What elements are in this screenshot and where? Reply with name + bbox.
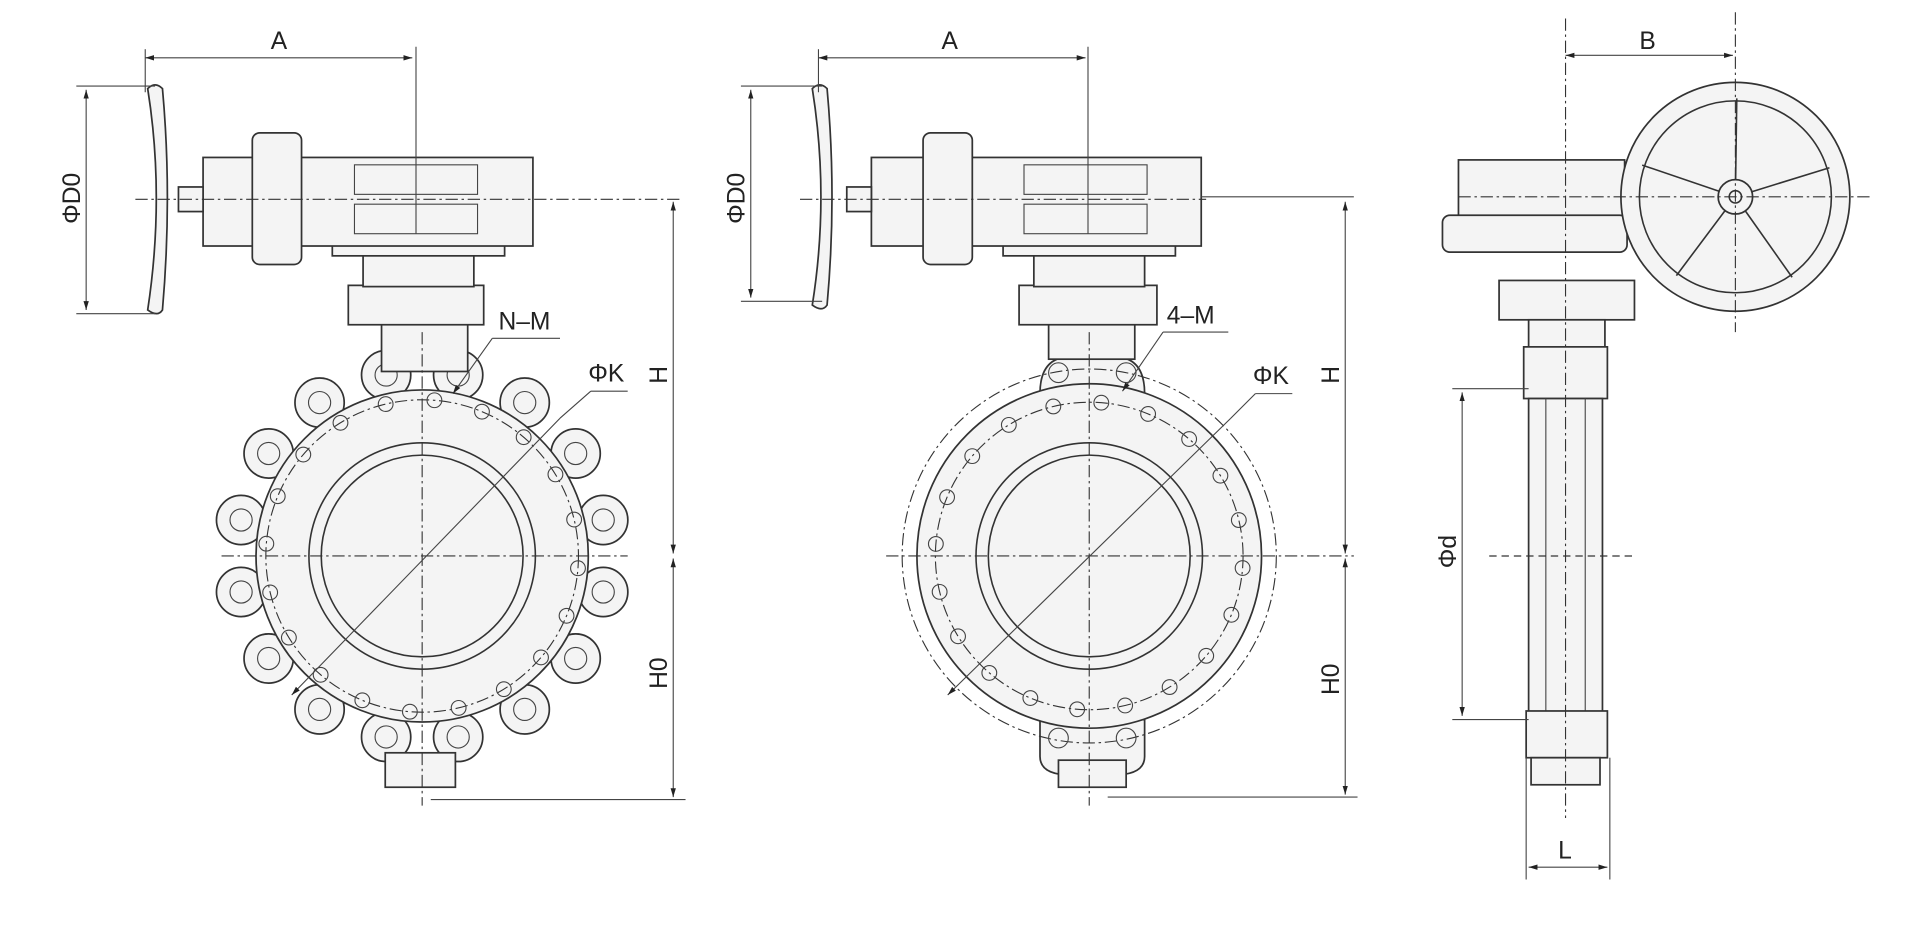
bolt-hole [1069, 701, 1086, 718]
bolt-hole [1198, 647, 1215, 664]
bolt-hole [377, 396, 394, 413]
a-label: A [271, 28, 288, 55]
bolt-hole [515, 429, 532, 446]
lug-hole [257, 441, 281, 466]
bolt-hole [1045, 398, 1062, 415]
bolt-hole [547, 466, 564, 483]
handwheel [811, 84, 833, 310]
bolt-hole [566, 511, 583, 528]
lug-hole [307, 697, 332, 722]
bolt-hole [1161, 679, 1178, 696]
gearbox [870, 156, 1203, 247]
bolt-hole [258, 535, 275, 552]
bolt-hole [1140, 405, 1157, 422]
bolt-hole [269, 488, 286, 505]
bolt-hole [262, 584, 279, 601]
lug-body [215, 349, 629, 763]
a-label: A [942, 28, 959, 55]
neck [1527, 318, 1606, 352]
spoke [1641, 164, 1720, 193]
lug-hole [374, 725, 398, 749]
bolt-hole [1093, 394, 1110, 411]
lug-hole [564, 441, 588, 466]
adapter [362, 251, 475, 288]
spoke [1744, 210, 1793, 278]
l-label: L [1558, 838, 1572, 865]
bolt-hole [950, 628, 966, 645]
bolt-hole [1000, 416, 1017, 433]
bolt-hole [354, 692, 371, 709]
h0-label: H0 [1318, 664, 1345, 695]
bolt-hole [927, 535, 944, 552]
lug-hole [591, 580, 615, 604]
h-label: H [1318, 366, 1345, 384]
neck [1047, 321, 1136, 361]
bolt-hole [474, 403, 490, 420]
handwheel-spokes [1641, 98, 1830, 278]
bolt-holes [258, 392, 586, 720]
n-m-label: N–M [498, 309, 550, 336]
bolt-hole [1230, 512, 1247, 529]
adapter [1032, 251, 1146, 288]
bolt-hole [1022, 690, 1039, 706]
bolt-holes [927, 394, 1251, 718]
handwheel [146, 84, 169, 315]
bolt-hole [1117, 697, 1134, 714]
bolt-hole [533, 649, 549, 666]
b-label: B [1639, 28, 1655, 55]
valve-side-view: B Φd L [1435, 12, 1871, 880]
body-bottom [1525, 710, 1609, 759]
bolt-hole [1223, 606, 1240, 623]
phi-d-label: Φd [1435, 535, 1462, 568]
gearbox-flange [922, 131, 974, 266]
4-m-label: 4–M [1167, 303, 1215, 330]
phi-k-label: ΦK [588, 360, 625, 387]
lug-hole [257, 646, 281, 671]
bolt-hole [1181, 431, 1198, 448]
mounting-bracket [347, 284, 485, 326]
lug-hole [513, 697, 537, 722]
bolt-hole [450, 699, 467, 716]
bolt-hole [558, 607, 575, 624]
bottom-cap [384, 751, 457, 789]
lug-hole [513, 390, 537, 415]
bottom-cap [1057, 759, 1128, 789]
lug-hole [307, 390, 332, 415]
bolt-hole [964, 448, 981, 465]
bolt-hole [280, 629, 297, 646]
mounting-bracket [1498, 279, 1636, 321]
bolt-hole [495, 681, 512, 698]
bolt-hole [931, 583, 948, 600]
bolt-hole [1234, 560, 1251, 576]
d0-label: ΦD0 [724, 173, 751, 224]
spoke [1675, 210, 1726, 277]
mounting-bracket [1018, 284, 1158, 326]
lug-hole [446, 725, 470, 749]
bolt-hole [312, 666, 329, 683]
gearbox-flange [251, 131, 303, 266]
bolt-hole [570, 560, 586, 577]
bolt-hole [332, 414, 349, 431]
neck [380, 321, 469, 373]
d0-label: ΦD0 [59, 173, 86, 224]
spoke [1751, 166, 1830, 193]
lug-hole [229, 508, 253, 532]
bolt-hole [1212, 467, 1229, 484]
bolt-hole [981, 664, 998, 681]
gearbox-base [1441, 214, 1628, 254]
bolt-hole [401, 703, 418, 720]
spoke [1734, 98, 1738, 180]
lug-hole [591, 508, 615, 532]
phi-k-label: ΦK [1253, 363, 1290, 390]
flanged-valve-front-view: ΦK 4–M A ΦD0 H H0 [724, 28, 1358, 806]
bolt-hole [426, 392, 443, 409]
lug-valve-front-view: ΦK N–M A ΦD0 H H0 [59, 28, 686, 806]
lug-hole [229, 580, 253, 604]
h-label: H [646, 366, 673, 384]
h0-label: H0 [646, 657, 673, 688]
bolt-hole [939, 489, 956, 506]
bolt-hole [295, 446, 312, 463]
lug-hole [564, 646, 588, 671]
